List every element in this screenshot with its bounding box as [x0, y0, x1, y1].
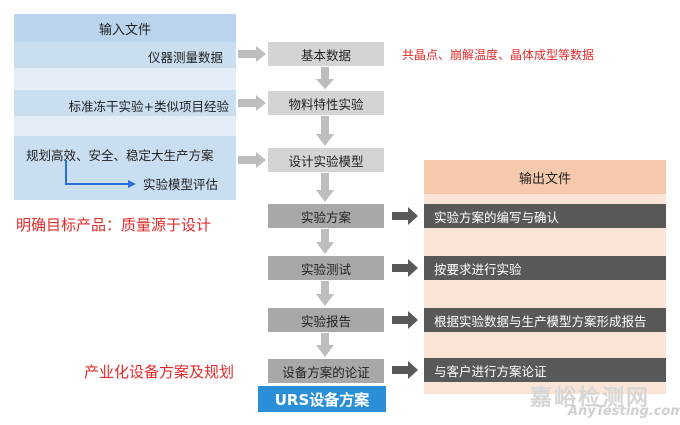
note-basic-data: 共晶点、崩解温度、晶体成型等数据: [402, 48, 595, 62]
bent-arrow-icon: [65, 160, 128, 185]
arrow-right-icon: [392, 311, 418, 329]
input-panel-header: 输入文件: [14, 14, 236, 42]
flow-step-plan: 实验方案: [268, 204, 384, 228]
watermark-brand: 嘉峪检测网: [530, 386, 651, 411]
arrow-right-icon: [392, 259, 418, 277]
input-band: [14, 136, 236, 200]
flow-step-model-design: 设计实验模型: [268, 148, 384, 172]
note-goal: 明确目标产品：质量源于设计: [16, 216, 212, 234]
flow-step-validation: 设备方案的论证: [268, 359, 384, 383]
arrow-down-icon: [316, 67, 334, 89]
urs-result-box: URS设备方案: [258, 386, 386, 412]
output-row-testing: 按要求进行实验: [424, 256, 666, 280]
watermark-url: AnyTesting.com: [568, 404, 680, 419]
input-item-production-plan: 规划高效、安全、稳定大生产方案: [26, 148, 214, 163]
arrow-down-icon: [316, 333, 334, 357]
arrow-right-icon: [238, 95, 266, 111]
output-panel-header: 输出文件: [424, 160, 666, 194]
input-item-model-evaluation: 实验模型评估: [143, 177, 219, 192]
arrow-right-icon: [392, 207, 418, 225]
arrow-down-icon: [316, 173, 334, 202]
arrow-right-icon: [238, 152, 266, 168]
note-industrialization: 产业化设备方案及规划: [84, 363, 235, 381]
flow-step-report: 实验报告: [268, 308, 384, 332]
output-row-report: 根据实验数据与生产模型方案形成报告: [424, 308, 666, 332]
input-band: [14, 68, 236, 90]
flow-step-material-test: 物料特性实验: [268, 91, 384, 115]
arrow-right-icon: [238, 46, 266, 62]
flow-step-testing: 实验测试: [268, 256, 384, 280]
arrow-down-icon: [316, 229, 334, 254]
arrow-right-icon: [392, 361, 418, 379]
input-band: [14, 42, 236, 68]
arrow-down-icon: [316, 116, 334, 146]
output-row-plan: 实验方案的编写与确认: [424, 204, 666, 228]
input-item-instrument-data: 仪器测量数据: [147, 50, 223, 65]
input-item-standard-experiment: 标准冻干实验+类似项目经验: [68, 99, 229, 114]
flow-step-basic-data: 基本数据: [268, 42, 384, 66]
input-band: [14, 116, 236, 136]
arrow-down-icon: [316, 281, 334, 306]
output-row-validation: 与客户进行方案论证: [424, 358, 666, 382]
input-band: [14, 90, 236, 116]
